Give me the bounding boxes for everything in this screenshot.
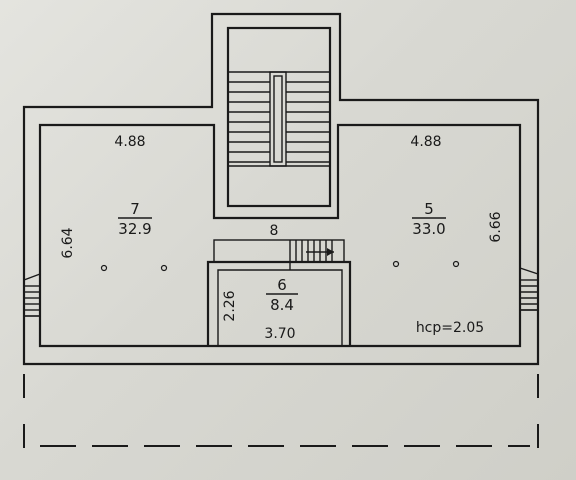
dashed-outline	[23, 374, 539, 448]
room-7-area: 32.9	[118, 220, 151, 238]
room-5-number: 5	[424, 200, 434, 218]
dimension-corridor: 8	[270, 223, 279, 239]
dimension-top-right: 4.88	[410, 134, 441, 150]
left-window	[23, 273, 41, 317]
stair-treads	[228, 71, 330, 167]
small-stair	[289, 240, 333, 262]
dimension-left-height: 6.64	[60, 227, 76, 258]
outer-wall	[22, 12, 540, 366]
dimension-top-left: 4.88	[114, 134, 145, 150]
room-7-number: 7	[130, 200, 140, 218]
room-7-label: 7 32.9	[118, 200, 152, 238]
dimension-right-height: 6.66	[488, 211, 504, 242]
room-6-area: 8.4	[270, 296, 294, 314]
corridor-block	[213, 239, 345, 263]
right-window	[519, 267, 539, 311]
height-markers	[100, 260, 460, 272]
room-6-number: 6	[277, 276, 287, 294]
dimension-room6-height: 2.26	[222, 290, 238, 321]
room-5-label: 5 33.0	[412, 200, 446, 238]
dimension-room6-width: 3.70	[264, 326, 295, 342]
arrow-icon	[306, 248, 334, 256]
room-6-outline	[206, 260, 352, 346]
room-6-label: 6 8.4	[266, 276, 298, 314]
height-note: hcp=2.05	[416, 320, 484, 336]
stair-core	[226, 26, 332, 208]
room-5-area: 33.0	[412, 220, 445, 238]
